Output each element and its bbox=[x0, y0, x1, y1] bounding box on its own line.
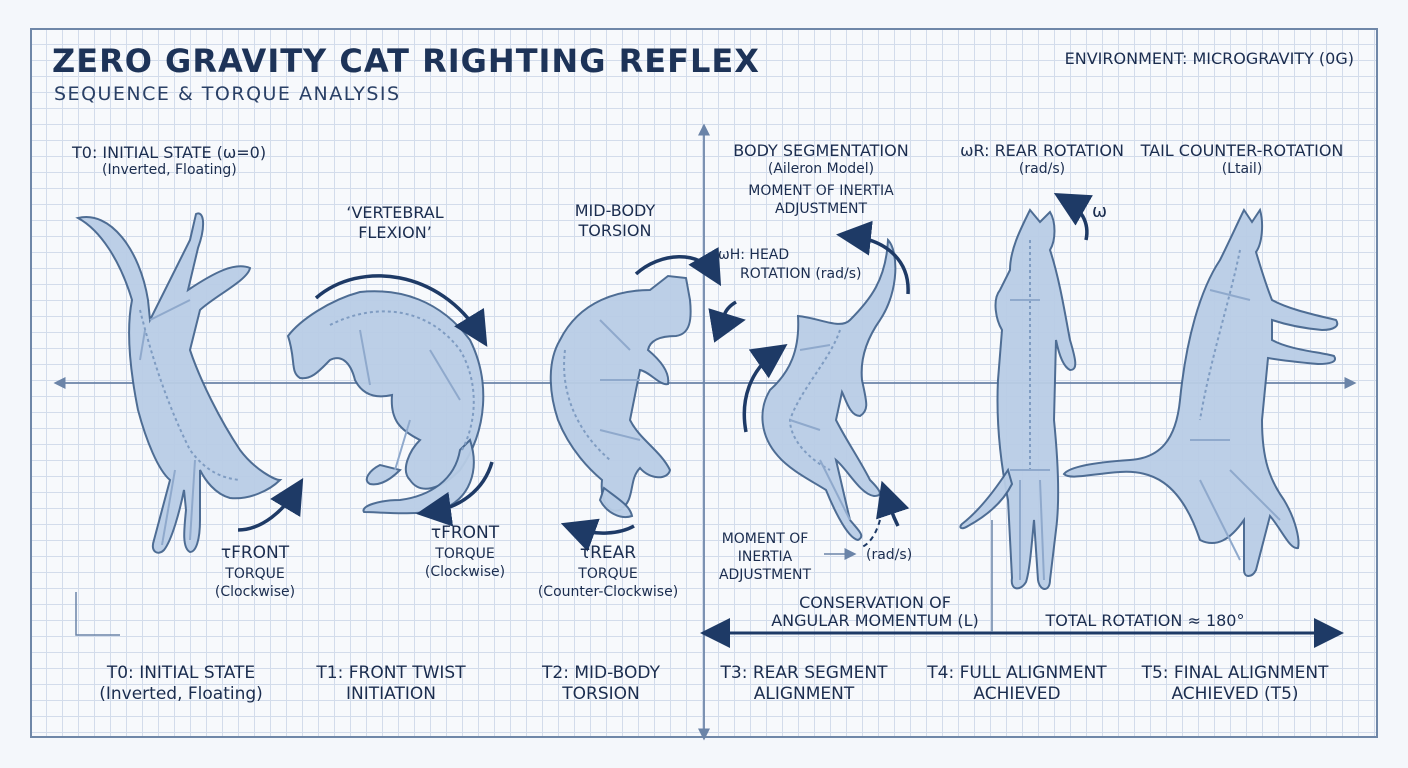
stage-t2-line1: T2: MID-BODY bbox=[542, 663, 660, 683]
stage-t5-line1: T5: FINAL ALIGNMENT bbox=[1141, 663, 1329, 683]
head-rotation-arrow bbox=[634, 247, 722, 287]
stage-t4-line1: T4: FULL ALIGNMENT bbox=[927, 663, 1107, 683]
cat-t3-figure bbox=[761, 237, 897, 542]
stage-t4-line2: ACHIEVED bbox=[973, 684, 1061, 704]
segmentation-label: BODY SEGMENTATION bbox=[733, 141, 909, 160]
rear-rotation-sub: (rad/s) bbox=[1018, 161, 1066, 177]
stage-t0-line2: (Inverted, Floating) bbox=[99, 684, 263, 704]
conservation-label-2: ANGULAR MOMENTUM (L) bbox=[771, 611, 979, 630]
front-torque-arrow-1 bbox=[237, 477, 304, 532]
stage-t3-line1: T3: REAR SEGMENT bbox=[720, 663, 888, 683]
front-torque-2-dir: (Clockwise) bbox=[424, 564, 506, 580]
stage-t2-line2: TORSION bbox=[562, 684, 640, 704]
front-torque-1-dir: (Clockwise) bbox=[214, 584, 296, 600]
moi-bottom-label-3: ADJUSTMENT bbox=[718, 567, 812, 583]
rear-torque-dir: (Counter-Clockwise) bbox=[537, 584, 679, 600]
rear-torque-symbol: τREAR bbox=[579, 543, 637, 563]
midbody-label: MID-BODY bbox=[574, 201, 656, 220]
head-rotation-label: ωH: HEAD bbox=[718, 247, 790, 263]
rad-s-arrow bbox=[876, 480, 910, 527]
moi-top-label-2: ADJUSTMENT bbox=[774, 201, 868, 217]
head-rotation-label-2: ROTATION (rad/s) bbox=[740, 266, 862, 282]
page-subtitle: SEQUENCE & TORQUE ANALYSIS bbox=[54, 83, 401, 105]
tail-rotation-label: TAIL COUNTER-ROTATION bbox=[1140, 141, 1344, 160]
moi-bottom-label: MOMENT OF bbox=[721, 531, 809, 547]
total-rotation-label: TOTAL ROTATION ≈ 180° bbox=[1045, 611, 1245, 630]
rear-torque-label: TORQUE bbox=[578, 566, 638, 582]
front-torque-1-symbol: τFRONT bbox=[220, 543, 290, 563]
front-torque-1-label: TORQUE bbox=[225, 566, 285, 582]
stage-t1-line1: T1: FRONT TWIST bbox=[316, 663, 466, 683]
tail-rotation-arrow bbox=[836, 220, 910, 295]
omega-label: ω bbox=[1092, 201, 1108, 222]
t0-state-sub: (Inverted, Floating) bbox=[102, 162, 237, 178]
cat-t4-figure bbox=[959, 208, 1077, 590]
midbody-label-2: TORSION bbox=[578, 221, 652, 240]
vertebral-label-2: FLEXION’ bbox=[358, 223, 432, 242]
moi-dashed-arrow bbox=[859, 519, 881, 549]
stage-t0-line1: T0: INITIAL STATE bbox=[106, 663, 256, 683]
front-torque-arrow-2 bbox=[416, 461, 494, 527]
rear-torque-arrow bbox=[560, 518, 635, 552]
rear-rotation-arrow-left bbox=[742, 344, 788, 433]
moi-top-label: MOMENT OF INERTIA bbox=[748, 183, 894, 199]
cat-t0-figure bbox=[75, 212, 283, 554]
conservation-label: CONSERVATION OF bbox=[799, 593, 951, 612]
environment-label: ENVIRONMENT: MICROGRAVITY (0G) bbox=[1064, 49, 1354, 68]
small-rotation-icon bbox=[708, 300, 746, 343]
segmentation-sub: (Aileron Model) bbox=[767, 161, 875, 177]
stage-t5-line2: ACHIEVED (T5) bbox=[1171, 684, 1299, 704]
t0-state-label: T0: INITIAL STATE (ω=0) bbox=[72, 143, 267, 162]
stage-t1-line2: INITIATION bbox=[346, 684, 436, 704]
moi-bottom-label-2: INERTIA bbox=[737, 549, 793, 565]
rear-rotation-label: ωR: REAR ROTATION bbox=[960, 141, 1124, 160]
front-torque-2-symbol: τFRONT bbox=[430, 523, 500, 543]
tail-rotation-sub: (Ltail) bbox=[1221, 161, 1263, 177]
cat-t5-figure bbox=[1062, 207, 1339, 577]
cat-t2-figure bbox=[549, 274, 692, 518]
vertebral-label: ‘VERTEBRAL bbox=[346, 203, 444, 222]
front-torque-2-label: TORQUE bbox=[435, 546, 495, 562]
page-title: ZERO GRAVITY CAT RIGHTING REFLEX bbox=[52, 42, 760, 80]
stage-t3-line2: ALIGNMENT bbox=[753, 684, 855, 704]
reference-axes-icon bbox=[75, 592, 120, 636]
vertebral-flexion-arrow bbox=[314, 274, 488, 347]
omega-arrow bbox=[1053, 193, 1093, 241]
cat-t1-figure bbox=[286, 290, 485, 515]
rad-s-label: (rad/s) bbox=[866, 547, 913, 563]
